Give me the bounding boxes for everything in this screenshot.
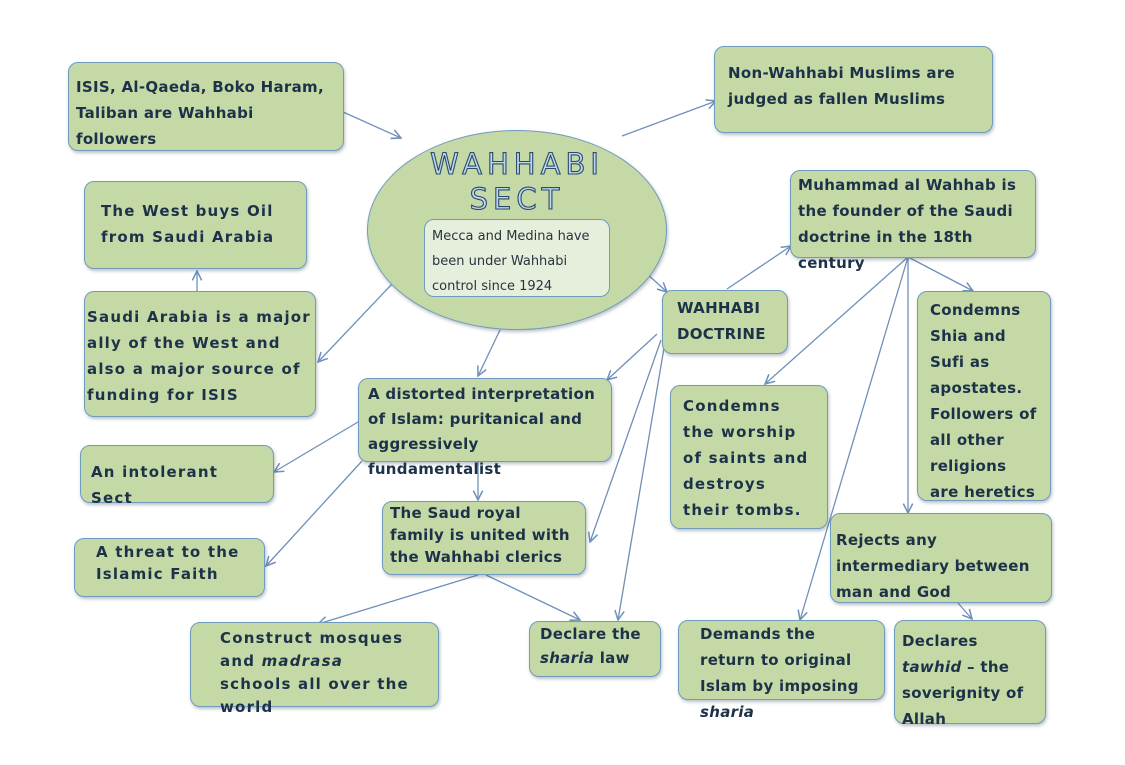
center-title-line2: SECT — [469, 181, 565, 216]
node-construct-mosques: Construct mosques and madrasa schools al… — [190, 622, 439, 716]
node-wahhabi-doctrine: WAHHABI DOCTRINE — [662, 290, 788, 354]
node-threat-islamic-faith: A threat to the Islamic Faith — [74, 538, 265, 597]
arrow-royal-to-mosques — [318, 574, 479, 624]
node-demands-return: Demands the return to original Islam by … — [678, 620, 885, 721]
node-isis-followers: ISIS, Al-Qaeda, Boko Haram, Taliban are … — [68, 62, 344, 151]
arrow-founder-to-return — [800, 256, 909, 620]
arrow-distorted-to-intolerant — [274, 421, 359, 472]
mosques-text-post: schools all over the world — [220, 675, 409, 716]
tawhid-text-em: tawhid — [902, 658, 962, 676]
arrow-sect-to-saudi-ally — [318, 283, 393, 362]
node-saud-royal-family: The Saud royal family is united with the… — [382, 501, 586, 575]
arrow-isis-to-sect — [342, 111, 401, 138]
mosques-text-em: madrasa — [261, 652, 344, 670]
arrow-intermediary-to-tawhid — [957, 602, 972, 619]
tawhid-text-post: – the soverignity of Allah — [902, 658, 1024, 728]
arrow-doctrine-to-distorted — [607, 333, 658, 380]
return-text-em: sharia — [700, 703, 755, 721]
node-saudi-ally: Saudi Arabia is a major ally of the West… — [84, 291, 316, 417]
node-non-wahhabi-muslims: Non-Wahhabi Muslims are judged as fallen… — [714, 46, 993, 133]
arrow-founder-to-saints — [765, 256, 909, 384]
node-rejects-intermediary: Rejects any intermediary between man and… — [830, 513, 1052, 603]
node-founder: Muhammad al Wahhab is the founder of the… — [790, 170, 1036, 272]
sharia-law-text-pre: Declare the — [540, 625, 641, 643]
node-distorted-interpretation: A distorted interpretation of Islam: pur… — [358, 378, 612, 478]
node-condemns-shia-sufi: Condemns Shia and Sufi as apostates. Fol… — [917, 291, 1051, 501]
return-text-pre: Demands the return to original Islam by … — [700, 625, 859, 695]
arrow-sect-to-distorted — [478, 329, 501, 376]
mecca-medina-note: Mecca and Medina have been under Wahhabi… — [424, 219, 610, 297]
node-intolerant-sect: An intolerant Sect — [80, 445, 274, 507]
arrow-doctrine-to-founder — [726, 246, 791, 290]
node-declare-sharia-law: Declare the sharia law — [529, 621, 661, 677]
tawhid-text-pre: Declares — [902, 632, 978, 650]
node-declares-tawhid: Declares tawhid – the soverignity of All… — [894, 620, 1046, 728]
arrow-doctrine-to-sharia-law — [618, 347, 665, 620]
center-title-line1: WAHHABI — [430, 146, 604, 181]
arrow-founder-to-shia-sufi — [907, 256, 973, 291]
sharia-law-text-post: law — [594, 649, 630, 667]
sharia-law-text-em: sharia — [540, 649, 595, 667]
node-condemns-saints: Condemns the worship of saints and destr… — [670, 385, 828, 529]
arrow-sect-to-non-wahhabi — [621, 101, 716, 137]
mosques-text-pre: Construct mosques and — [220, 629, 404, 670]
arrow-distorted-to-threat — [266, 460, 363, 566]
node-west-buys-oil: The West buys Oil from Saudi Arabia — [84, 181, 307, 269]
arrow-doctrine-to-royal — [590, 339, 662, 542]
arrow-royal-to-sharia-law — [485, 574, 580, 620]
